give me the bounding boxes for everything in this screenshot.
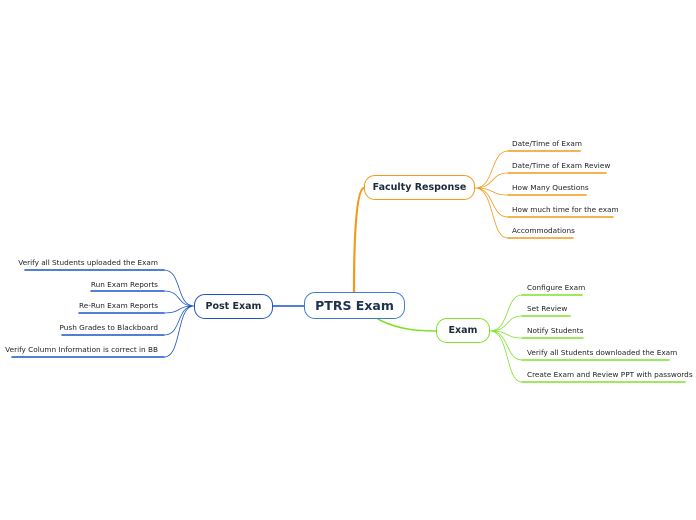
central-topic[interactable]: PTRS Exam [304, 292, 405, 319]
subtopic-exam-2[interactable]: Set Review [527, 304, 568, 313]
subtopic-exam-3[interactable]: Notify Students [527, 326, 584, 335]
connector-faculty-response-1 [474, 150, 509, 189]
connector-central-faculty-response [352, 186, 366, 294]
connector-faculty-response-2 [474, 172, 509, 189]
subtopic-faculty-response-1[interactable]: Date/Time of Exam [512, 139, 582, 148]
connector-post-exam-5 [163, 305, 195, 358]
topic-post-exam[interactable]: Post Exam [194, 294, 273, 319]
subtopic-faculty-response-3[interactable]: How Many Questions [512, 183, 589, 192]
subtopic-exam-1[interactable]: Configure Exam [527, 283, 586, 292]
connector-post-exam-2 [163, 290, 195, 307]
connector-exam-4 [489, 330, 523, 361]
subtopic-faculty-response-4[interactable]: How much time for the exam [512, 205, 619, 214]
subtopic-post-exam-1[interactable]: Verify all Students uploaded the Exam [18, 258, 158, 267]
subtopic-faculty-response-5[interactable]: Accommodations [512, 226, 575, 235]
subtopic-exam-5[interactable]: Create Exam and Review PPT with password… [527, 370, 693, 379]
topic-exam[interactable]: Exam [436, 318, 490, 343]
connector-post-exam-1 [163, 269, 195, 307]
connector-exam-2 [489, 315, 523, 332]
subtopic-post-exam-5[interactable]: Verify Column Information is correct in … [5, 345, 158, 354]
connector-faculty-response-5 [474, 187, 509, 239]
subtopic-post-exam-3[interactable]: Re-Run Exam Reports [79, 301, 158, 310]
subtopic-post-exam-4[interactable]: Push Grades to Blackboard [59, 323, 158, 332]
subtopic-faculty-response-2[interactable]: Date/Time of Exam Review [512, 161, 611, 170]
topic-faculty-response[interactable]: Faculty Response [364, 175, 475, 200]
connector-central-exam [377, 318, 437, 332]
subtopic-exam-4[interactable]: Verify all Students downloaded the Exam [527, 348, 678, 357]
connector-exam-5 [489, 330, 523, 383]
connectors [11, 150, 686, 383]
connector-exam-1 [489, 294, 523, 332]
subtopic-post-exam-2[interactable]: Run Exam Reports [90, 280, 158, 289]
connector-faculty-response-4 [474, 187, 509, 218]
